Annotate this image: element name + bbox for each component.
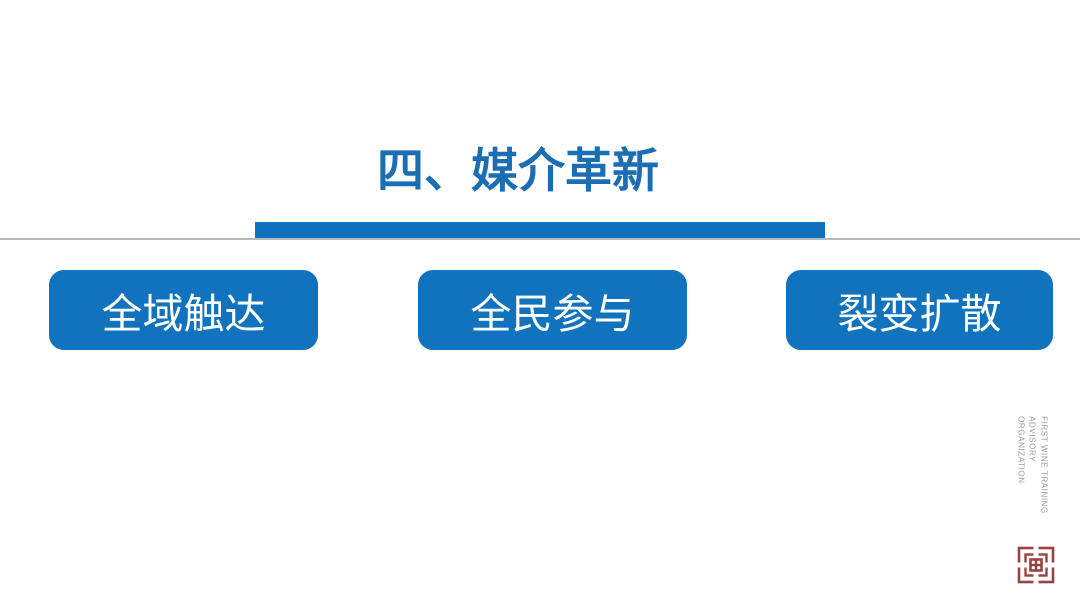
feature-box-3: 裂变扩散: [786, 270, 1053, 350]
brand-line-3: ORGANIZATION: [1016, 416, 1026, 484]
slide-title: 四、媒介革新: [377, 144, 659, 197]
divider-line: [0, 238, 1080, 240]
feature-box-1: 全域触达: [49, 270, 318, 350]
title-underline-bar: [255, 222, 825, 239]
brand-line-1: FIRST WINE TRAINING: [1039, 416, 1049, 514]
feature-box-2: 全民参与: [418, 270, 687, 350]
feature-box-3-label: 裂变扩散: [837, 291, 1002, 337]
seal-logo-icon: [1016, 545, 1056, 585]
feature-box-1-label: 全域触达: [101, 291, 266, 337]
feature-box-2-label: 全民参与: [470, 291, 635, 337]
brand-vertical-text: FIRST WINE TRAINING ADVISORY ORGANIZATIO…: [1015, 416, 1050, 514]
brand-line-2: ADVISORY: [1027, 416, 1037, 463]
